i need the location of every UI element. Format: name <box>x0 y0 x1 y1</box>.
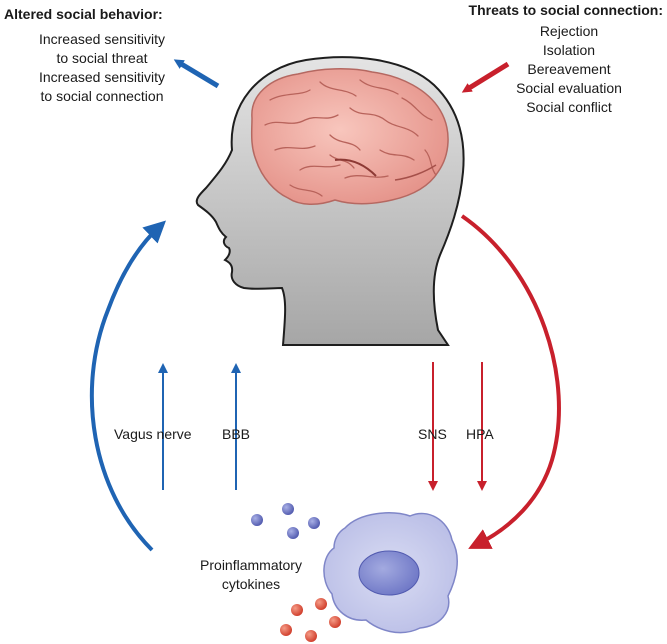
brain-illustration <box>250 68 449 205</box>
threat-item-social-evaluation: Social evaluation <box>516 80 622 96</box>
threat-item-isolation: Isolation <box>542 42 596 58</box>
cytokines-line-1: Proinflammatory <box>200 557 302 573</box>
altered-line-2: to social threat <box>56 50 148 66</box>
threat-item-rejection: Rejection <box>539 23 599 39</box>
altered-behavior-arrow <box>173 59 220 89</box>
threats-arrow <box>461 61 510 93</box>
altered-line-1: Increased sensitivity <box>38 31 166 47</box>
immune-cell <box>323 512 458 634</box>
altered-line-3: Increased sensitivity <box>38 69 166 85</box>
altered-line-4: to social connection <box>40 88 164 104</box>
altered-behavior-block: Altered social behavior: Increased sensi… <box>4 6 264 104</box>
threats-heading: Threats to social connection: <box>468 2 663 18</box>
hpa-label: HPA <box>466 426 494 442</box>
cytokines-label: Proinflammatory cytokines <box>176 556 326 594</box>
threats-list: Rejection Isolation Bereavement Social e… <box>484 22 654 117</box>
cell-nucleus <box>358 550 420 596</box>
bbb-label: BBB <box>222 426 251 442</box>
threat-item-bereavement: Bereavement <box>527 61 611 77</box>
altered-behavior-heading: Altered social behavior: <box>4 6 163 22</box>
blue-feedback-arc <box>89 220 166 552</box>
cytokines-line-2: cytokines <box>221 576 281 592</box>
threat-item-social-conflict: Social conflict <box>526 99 612 115</box>
red-feedback-arc <box>460 214 561 549</box>
blue-cytokine-dots <box>251 503 320 539</box>
red-cytokine-dots <box>280 598 341 642</box>
sns-label: SNS <box>418 426 447 442</box>
threats-heading-wrap: Threats to social connection: <box>469 2 663 18</box>
vagus-nerve-label: Vagus nerve <box>114 426 192 442</box>
